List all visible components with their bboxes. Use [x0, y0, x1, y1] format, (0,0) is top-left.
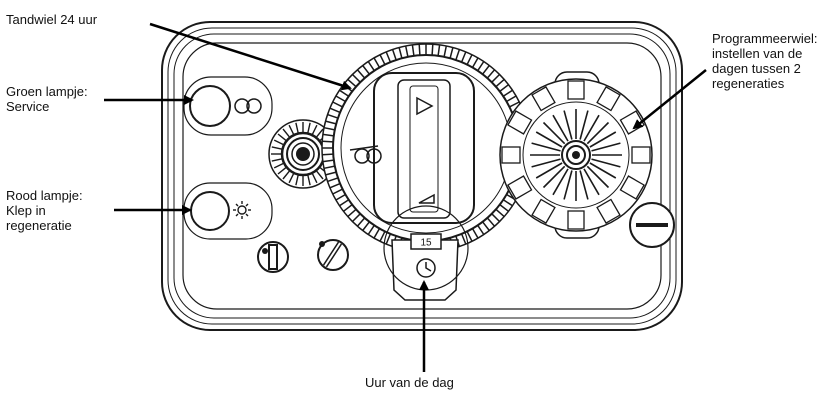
time-counter-value: 15 — [420, 238, 432, 249]
manual-indicator-icon — [257, 241, 289, 273]
callout-arrows — [104, 22, 707, 372]
label-program-wheel-line2: instellen van de — [712, 46, 803, 61]
label-program-wheel-line1: Programmeerwiel: — [712, 31, 818, 46]
label-red-lamp: Rood lampje: Klep in regeneratie — [6, 188, 83, 233]
time-pointer-housing: 15 — [383, 205, 469, 301]
small-gear-knob — [268, 119, 338, 189]
regeneration-symbol-icon — [233, 201, 251, 219]
green-lamp — [183, 76, 273, 136]
pencil-indicator-icon — [317, 239, 349, 271]
label-time-of-day-text: Uur van de dag — [365, 375, 454, 390]
red-lamp — [183, 182, 273, 240]
label-time-of-day: Uur van de dag — [365, 375, 454, 390]
screw-cap — [629, 202, 675, 248]
housing-outline — [161, 21, 683, 331]
arrow-gear-24h — [149, 22, 352, 91]
label-green-lamp-line1: Groen lampje: — [6, 84, 88, 99]
label-red-lamp-line2: Klep in — [6, 203, 46, 218]
gear-wheel-24h — [321, 43, 531, 253]
label-green-lamp-line2: Service — [6, 99, 50, 114]
program-wheel — [499, 71, 653, 239]
arrow-program-wheel — [632, 69, 707, 130]
label-red-lamp-line3: regeneratie — [6, 218, 72, 233]
clock-icon — [416, 258, 436, 278]
label-program-wheel-line4: regeneraties — [712, 76, 785, 91]
label-gear-24h-text: Tandwiel 24 uur — [6, 12, 98, 27]
label-program-wheel: Programmeerwiel: instellen van de dagen … — [712, 31, 817, 91]
label-red-lamp-line1: Rood lampje: — [6, 188, 83, 203]
service-symbol-icon — [234, 98, 262, 114]
label-gear-24h: Tandwiel 24 uur — [6, 12, 97, 27]
label-green-lamp: Groen lampje: Service — [6, 84, 88, 114]
label-program-wheel-line3: dagen tussen 2 — [712, 61, 801, 76]
